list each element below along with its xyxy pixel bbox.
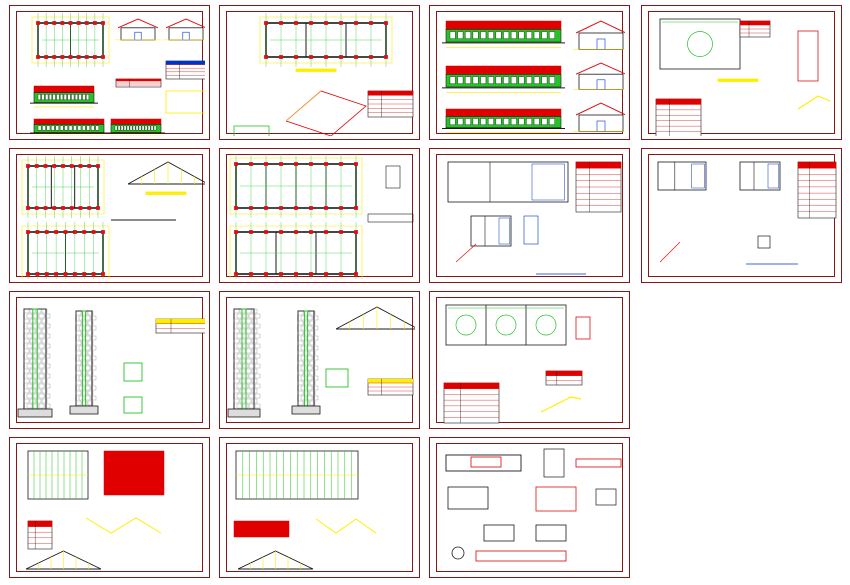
sheet-border (16, 297, 203, 423)
sheet-drawing-elevations (442, 20, 625, 134)
sheet-drawing-sanitary-small (657, 161, 837, 265)
drawing-sheet-s9[interactable] (9, 291, 210, 429)
sheet-drawing-wall-details (17, 308, 205, 418)
drawing-sheet-s7[interactable] (429, 148, 630, 283)
sheet-drawing-plans-two (229, 154, 414, 279)
sheet-border (16, 154, 203, 277)
sheet-drawing-plan-section (21, 156, 205, 279)
sheet-drawing-wall-details-truss (227, 306, 415, 418)
sheet-drawing-sanitary (447, 161, 622, 275)
drawing-sheet-s8[interactable] (641, 148, 842, 283)
sheet-border (436, 443, 623, 572)
drawing-sheet-s11[interactable] (429, 291, 630, 429)
sheet-border (226, 443, 413, 572)
sheet-drawing-roof-plan (25, 450, 165, 570)
sheet-border (226, 11, 413, 134)
sheet-border (436, 154, 623, 277)
drawing-sheet-s4[interactable] (641, 5, 842, 140)
drawing-sheet-s3[interactable] (429, 5, 630, 140)
sheet-drawing-structural-details (445, 448, 622, 562)
sheet-border (226, 154, 413, 277)
sheet-drawing-roof-plan-long (233, 450, 377, 570)
drawing-sheet-s1[interactable] (9, 5, 210, 140)
sheet-border (226, 297, 413, 423)
sheet-border (16, 443, 203, 572)
drawing-sheet-s12[interactable] (9, 437, 210, 578)
drawing-sheet-s5[interactable] (9, 148, 210, 283)
sheet-border (648, 11, 835, 134)
sheet-drawing-plan-elevations (30, 13, 205, 136)
drawing-sheet-s2[interactable] (219, 5, 420, 140)
drawing-sheet-s6[interactable] (219, 148, 420, 283)
drawing-sheet-s10[interactable] (219, 291, 420, 429)
sheet-drawing-electrical-long (443, 304, 591, 424)
sheet-border (436, 297, 623, 423)
sheet-drawing-electrical (655, 18, 831, 136)
drawing-sheet-s14[interactable] (429, 437, 630, 578)
drawing-sheet-s13[interactable] (219, 437, 420, 578)
sheet-drawing-plan-perspective (233, 13, 414, 136)
